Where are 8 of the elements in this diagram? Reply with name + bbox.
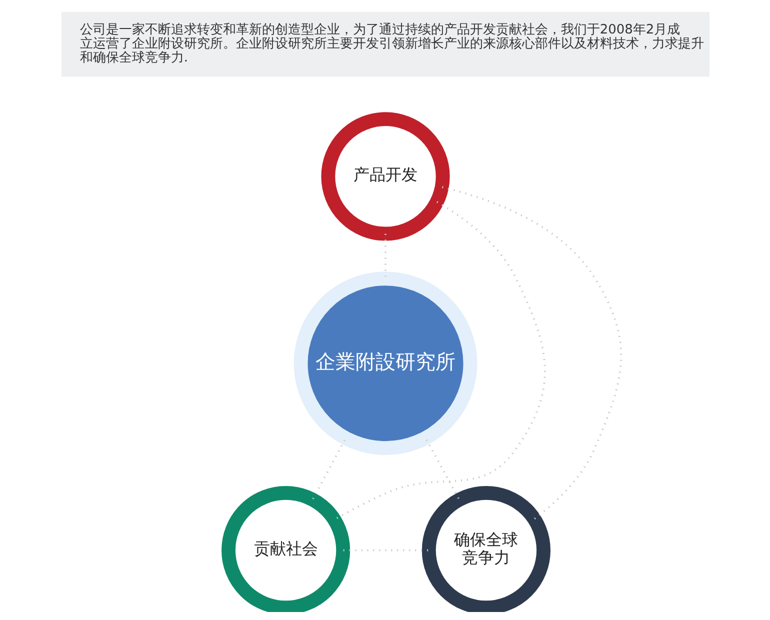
node-circle: 确保全球竞争力 bbox=[421, 486, 550, 612]
connector bbox=[441, 186, 622, 520]
node-circle: 产品开发 bbox=[320, 112, 450, 241]
connector bbox=[334, 200, 546, 520]
node-circle: 贡献社会 bbox=[221, 486, 350, 612]
connector bbox=[425, 439, 460, 500]
connector bbox=[311, 440, 346, 500]
node-circle: 企業附設研究所 bbox=[293, 272, 477, 456]
